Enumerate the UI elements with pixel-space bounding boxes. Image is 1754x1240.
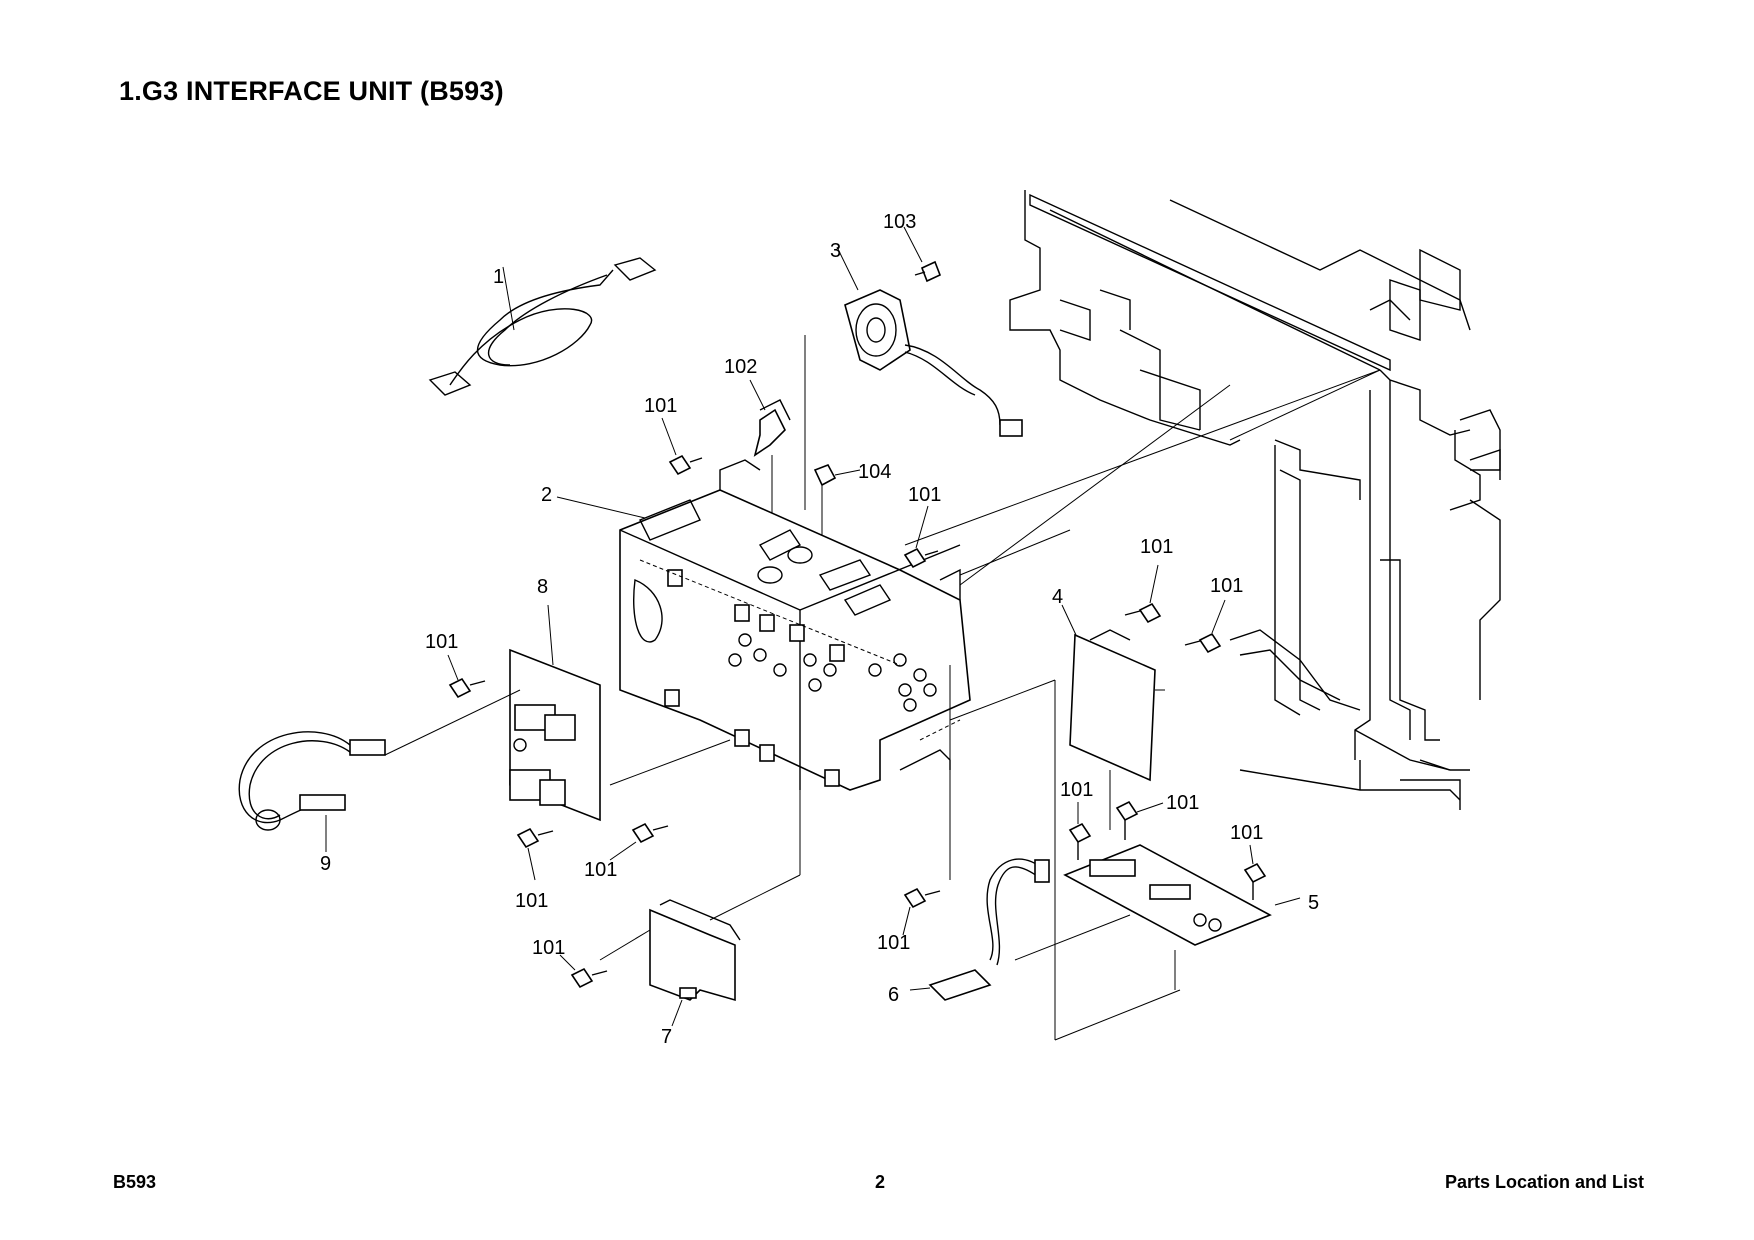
screw-101-part5-b [1115,800,1164,840]
callout-101: 101 [425,631,458,653]
callout-5: 5 [1308,892,1319,914]
callout-102: 102 [724,356,757,378]
part-8-pcb [509,604,601,822]
callout-101: 101 [532,937,565,959]
screw-101-part4-a [1124,564,1162,624]
screw-101-part5-a [1068,802,1092,860]
machine-frame-illustration [1009,190,1501,810]
page-number: 2 [875,1172,886,1192]
part-7-shield-plate [599,720,801,1027]
callout-101: 101 [1230,822,1263,844]
callout-101: 101 [1060,779,1093,801]
callout-101: 101 [584,859,617,881]
callout-101: 101 [877,932,910,954]
screw-103 [903,226,942,283]
part-9-harness [238,689,521,852]
callout-103: 103 [883,211,916,233]
screw-101-top [661,417,703,476]
part-6-harness [909,858,1131,1001]
assembly-guide-lines [609,369,1381,1041]
callout-1: 1 [493,266,504,288]
callout-labels: 1 2 3 4 5 6 7 8 9 101 101 101 101 101 10… [320,211,1319,1048]
callout-101: 101 [515,890,548,912]
screw-101-left [447,654,486,699]
screw-101-right-top [903,505,939,569]
callout-101: 101 [644,395,677,417]
screw-101-part7 [559,954,608,989]
callout-2: 2 [541,484,552,506]
part-1-telephone-cable [428,257,657,396]
screw-101-center-bottom [609,822,669,861]
part-2-interface-bracket [556,459,971,791]
part-3-speaker [804,246,1023,510]
part-5-board [1063,844,1301,946]
screw-101-part6 [902,887,941,936]
callout-101: 101 [1140,536,1173,558]
clamp-102 [749,379,791,560]
footer-model: B593 [113,1172,157,1192]
screw-101-part5-c [1243,844,1267,900]
callout-104: 104 [858,461,891,483]
callout-101: 101 [1166,792,1199,814]
screw-101-part4-b [1184,599,1226,654]
callout-8: 8 [537,576,548,598]
callout-101: 101 [908,484,941,506]
callout-4: 4 [1052,586,1063,608]
page-title: 1.G3 INTERFACE UNIT (B593) [119,76,504,106]
callout-7: 7 [661,1026,672,1048]
callout-101: 101 [1210,575,1243,597]
screw-101-bottom-left [516,827,554,881]
callout-6: 6 [888,984,899,1006]
callout-3: 3 [830,240,841,262]
footer-section: Parts Location and List [1444,1172,1644,1192]
part-4-board [959,529,1165,830]
callout-9: 9 [320,853,331,875]
